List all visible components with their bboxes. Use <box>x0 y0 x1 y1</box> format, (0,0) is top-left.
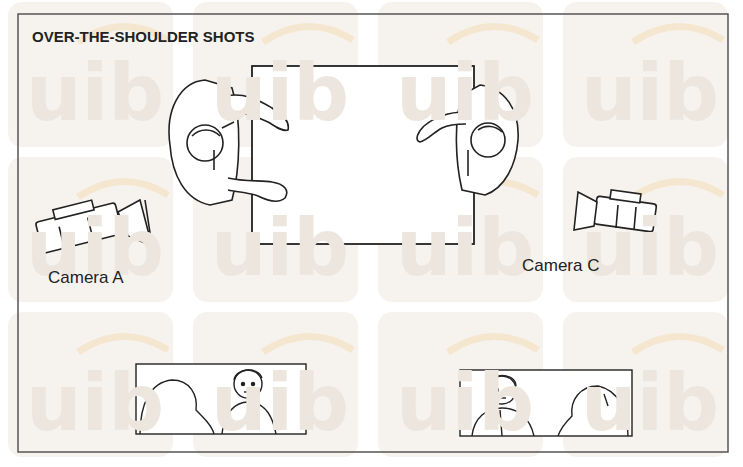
watermark: uib <box>211 364 349 442</box>
watermark-tile <box>193 2 358 147</box>
watermark: uib <box>396 54 534 132</box>
watermark: uib <box>211 54 349 132</box>
watermark-tile <box>563 312 728 457</box>
watermark-arc <box>448 26 538 42</box>
title: OVER-THE-SHOULDER SHOTS <box>32 28 255 45</box>
watermark: uib <box>396 209 534 287</box>
watermark-tile <box>563 2 728 147</box>
watermark-arc <box>633 181 723 197</box>
watermark-tile <box>563 157 728 302</box>
watermark-arc <box>263 336 353 352</box>
watermark-tiles <box>8 2 728 457</box>
watermark-tile <box>8 157 173 302</box>
watermark: uib <box>396 364 534 442</box>
watermark-arc <box>633 336 723 352</box>
watermark: uib <box>211 209 349 287</box>
watermark: uib <box>581 364 719 442</box>
watermark-arc <box>263 26 353 42</box>
watermark: uib <box>581 209 719 287</box>
watermark: uib <box>26 364 164 442</box>
camera-label: Camera A <box>48 268 124 288</box>
watermark: uib <box>581 54 719 132</box>
watermark-tile <box>8 312 173 457</box>
watermark-arc <box>448 336 538 352</box>
watermark-tile <box>378 2 543 147</box>
watermark-arc <box>633 26 723 42</box>
watermark-arc <box>78 336 168 352</box>
watermark-arc <box>78 181 168 197</box>
watermark-tile <box>8 2 173 147</box>
watermark: uib <box>26 54 164 132</box>
watermark-tile <box>378 312 543 457</box>
frame <box>18 14 728 452</box>
camera-label: Camera C <box>522 256 599 276</box>
watermark-tile <box>193 312 358 457</box>
